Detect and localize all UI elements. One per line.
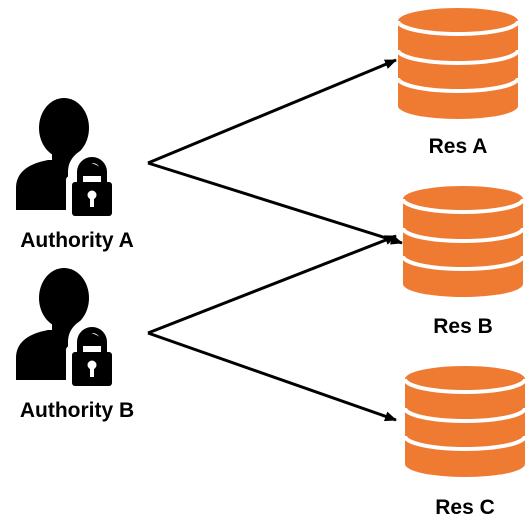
authority-a: Authority A [16,98,134,252]
resource-res-c: Res C [403,364,527,519]
resource-res-b: Res B [401,184,525,338]
res-c-label: Res C [435,496,495,519]
arrow-authority-a-to-res-a [147,58,397,165]
res-a-label: Res A [429,135,488,158]
authority-a-label: Authority A [20,229,134,252]
arrow-authority-b-to-res-c [147,331,397,422]
authority-b: Authority B [16,268,134,422]
user-lock-icon [16,268,116,392]
user-lock-icon [16,98,116,222]
resource-res-a: Res A [396,6,520,158]
database-icon [403,364,527,479]
arrow-authority-b-to-res-b [147,234,397,335]
database-icon [401,184,525,299]
arrow-authority-a-to-res-b [147,161,403,245]
database-icon [396,6,520,121]
res-b-label: Res B [433,315,493,338]
authority-b-label: Authority B [20,399,134,422]
connections [147,58,403,422]
